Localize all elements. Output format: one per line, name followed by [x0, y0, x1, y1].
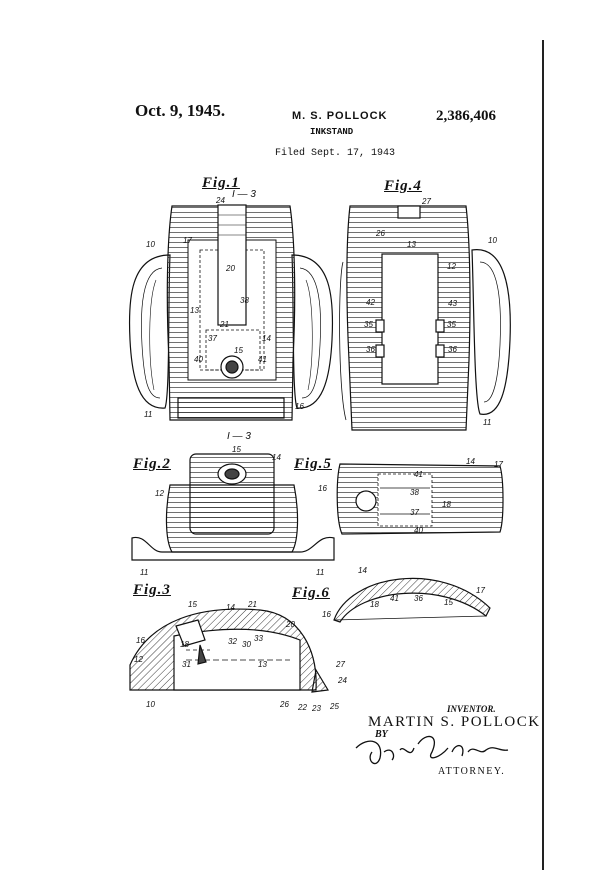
ref-label: 14 — [358, 566, 367, 575]
ref-label: 24 — [338, 676, 347, 685]
patent-number: 2,386,406 — [436, 108, 496, 124]
by-label: BY — [375, 729, 388, 740]
ref-label: 22 — [298, 703, 307, 712]
fig1-label: Fig.1 — [202, 175, 240, 191]
ref-label: 15 — [444, 598, 453, 607]
ref-label: 11 — [140, 568, 149, 577]
ref-label: 10 — [488, 236, 497, 245]
ref-label: 12 — [155, 489, 164, 498]
attorney-label: ATTORNEY. — [438, 766, 506, 777]
ref-label: 38 — [240, 296, 249, 305]
ref-label: 41 — [390, 594, 399, 603]
ref-label: 27 — [336, 660, 345, 669]
ref-label: 10 — [146, 700, 155, 709]
attorney-signature — [355, 735, 509, 765]
figure-6-drawing — [333, 577, 491, 623]
section-mark-mid: I — 3 — [227, 431, 251, 442]
ref-label: 40 — [194, 355, 203, 364]
ref-label: 27 — [422, 197, 431, 206]
ref-label: 16 — [318, 484, 327, 493]
ref-label: 23 — [312, 704, 321, 713]
ref-label: 20 — [286, 620, 295, 629]
ref-label: 13 — [407, 240, 416, 249]
ref-label: 31 — [182, 660, 191, 669]
figure-1-drawing — [128, 204, 334, 421]
section-mark-top: I — 3 — [232, 189, 256, 200]
ref-label: 11 — [483, 418, 492, 427]
ref-label: 36 — [448, 345, 457, 354]
figure-3-drawing — [129, 608, 329, 693]
ref-label: 11 — [144, 410, 153, 419]
ref-label: 12 — [134, 655, 143, 664]
ref-label: 25 — [330, 702, 339, 711]
ref-label: 37 — [208, 334, 217, 343]
ref-label: 36 — [366, 345, 375, 354]
fig2-label: Fig.2 — [133, 456, 171, 472]
ref-label: 32 — [228, 637, 237, 646]
patent-title: INKSTAND — [310, 127, 354, 137]
ref-label: 40 — [414, 526, 423, 535]
ref-label: 42 — [366, 298, 375, 307]
ref-label: 13 — [190, 306, 199, 315]
figure-2-drawing — [131, 453, 335, 561]
ref-label: 14 — [262, 334, 271, 343]
ref-label: 16 — [322, 610, 331, 619]
fig5-label: Fig.5 — [294, 456, 332, 472]
fig6-label: Fig.6 — [292, 585, 330, 601]
ref-label: 35 — [364, 320, 373, 329]
ref-label: 41 — [258, 355, 267, 364]
inventor-name: MARTIN S. POLLOCK — [368, 714, 541, 730]
ref-label: 35 — [447, 320, 456, 329]
inventor-short-name: M. S. POLLOCK — [292, 110, 388, 122]
fig4-label: Fig.4 — [384, 178, 422, 194]
ref-label: 14 — [466, 457, 475, 466]
ref-label: 11 — [316, 568, 325, 577]
ref-label: 15 — [188, 600, 197, 609]
ref-label: 18 — [370, 600, 379, 609]
ref-label: 17 — [476, 586, 485, 595]
ref-label: 10 — [146, 240, 155, 249]
ref-label: 17 — [494, 460, 503, 469]
figure-5-drawing — [336, 463, 504, 535]
ref-label: 26 — [376, 229, 385, 238]
ref-label: 12 — [447, 262, 456, 271]
ref-label: 20 — [226, 264, 235, 273]
ref-label: 16 — [136, 636, 145, 645]
ref-label: 30 — [242, 640, 251, 649]
ref-label: 14 — [272, 453, 281, 462]
ref-label: 15 — [234, 346, 243, 355]
ref-label: 33 — [254, 634, 263, 643]
ref-label: 38 — [410, 488, 419, 497]
ref-label: 26 — [280, 700, 289, 709]
ref-label: 24 — [216, 196, 225, 205]
ref-label: 13 — [258, 660, 267, 669]
fig3-label: Fig.3 — [133, 582, 171, 598]
ref-label: 15 — [232, 445, 241, 454]
ref-label: 16 — [295, 402, 304, 411]
ref-label: 21 — [248, 600, 257, 609]
ref-label: 21 — [220, 320, 229, 329]
right-margin-rule — [542, 40, 544, 870]
ref-label: 37 — [410, 508, 419, 517]
ref-label: 17 — [183, 236, 192, 245]
ref-label: 18 — [442, 500, 451, 509]
ref-label: 14 — [226, 603, 235, 612]
ref-label: 43 — [448, 299, 457, 308]
ref-label: 18 — [180, 640, 189, 649]
filed-date: Filed Sept. 17, 1943 — [275, 148, 396, 159]
ref-label: 36 — [414, 594, 423, 603]
ref-label: 41 — [414, 470, 423, 479]
patent-date: Oct. 9, 1945. — [135, 101, 226, 120]
inventor-label: INVENTOR. — [447, 704, 496, 714]
figure-4-drawing — [339, 205, 511, 431]
